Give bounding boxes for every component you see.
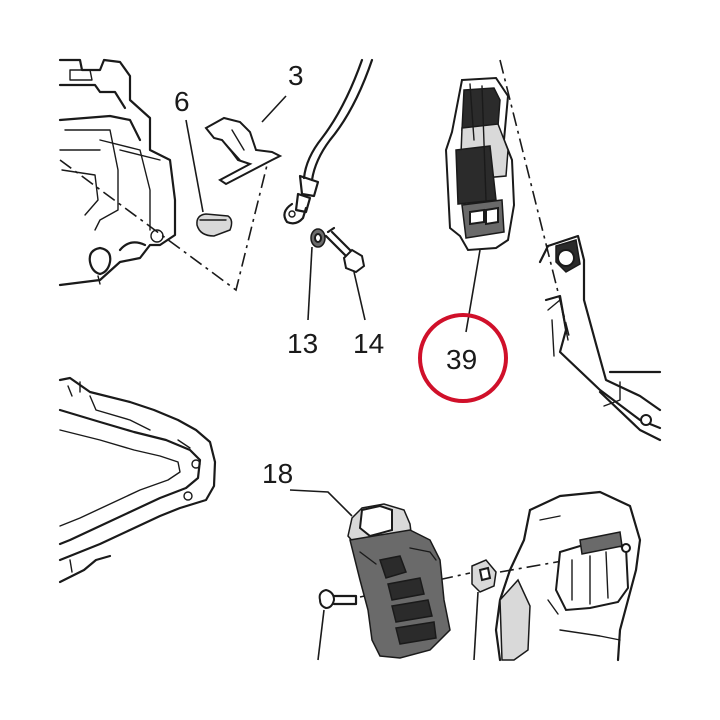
part-39-module bbox=[444, 76, 516, 333]
upper-left-housing bbox=[58, 58, 177, 287]
highlight-circle-39 bbox=[418, 313, 508, 403]
part-18-regulator bbox=[289, 489, 451, 659]
callout-3: 3 bbox=[288, 60, 304, 91]
callout-13: 13 bbox=[287, 328, 319, 359]
callout-18: 18 bbox=[262, 458, 294, 489]
part-6-pad bbox=[185, 119, 233, 237]
callout-6: 6 bbox=[174, 86, 190, 117]
right-lower-cover bbox=[494, 490, 642, 662]
right-frame-bracket bbox=[538, 234, 662, 442]
part-3-bracket bbox=[204, 95, 287, 186]
clip-nut bbox=[471, 559, 497, 661]
regulator-screw bbox=[317, 588, 358, 661]
part-13-washer bbox=[307, 228, 326, 321]
callout-14: 14 bbox=[353, 328, 385, 359]
callout-39: 39 bbox=[446, 344, 478, 375]
lower-left-housing bbox=[58, 376, 217, 584]
part-14-bolt bbox=[324, 226, 366, 321]
assembly-dashed-lines bbox=[59, 59, 626, 598]
ground-cable bbox=[283, 58, 374, 225]
